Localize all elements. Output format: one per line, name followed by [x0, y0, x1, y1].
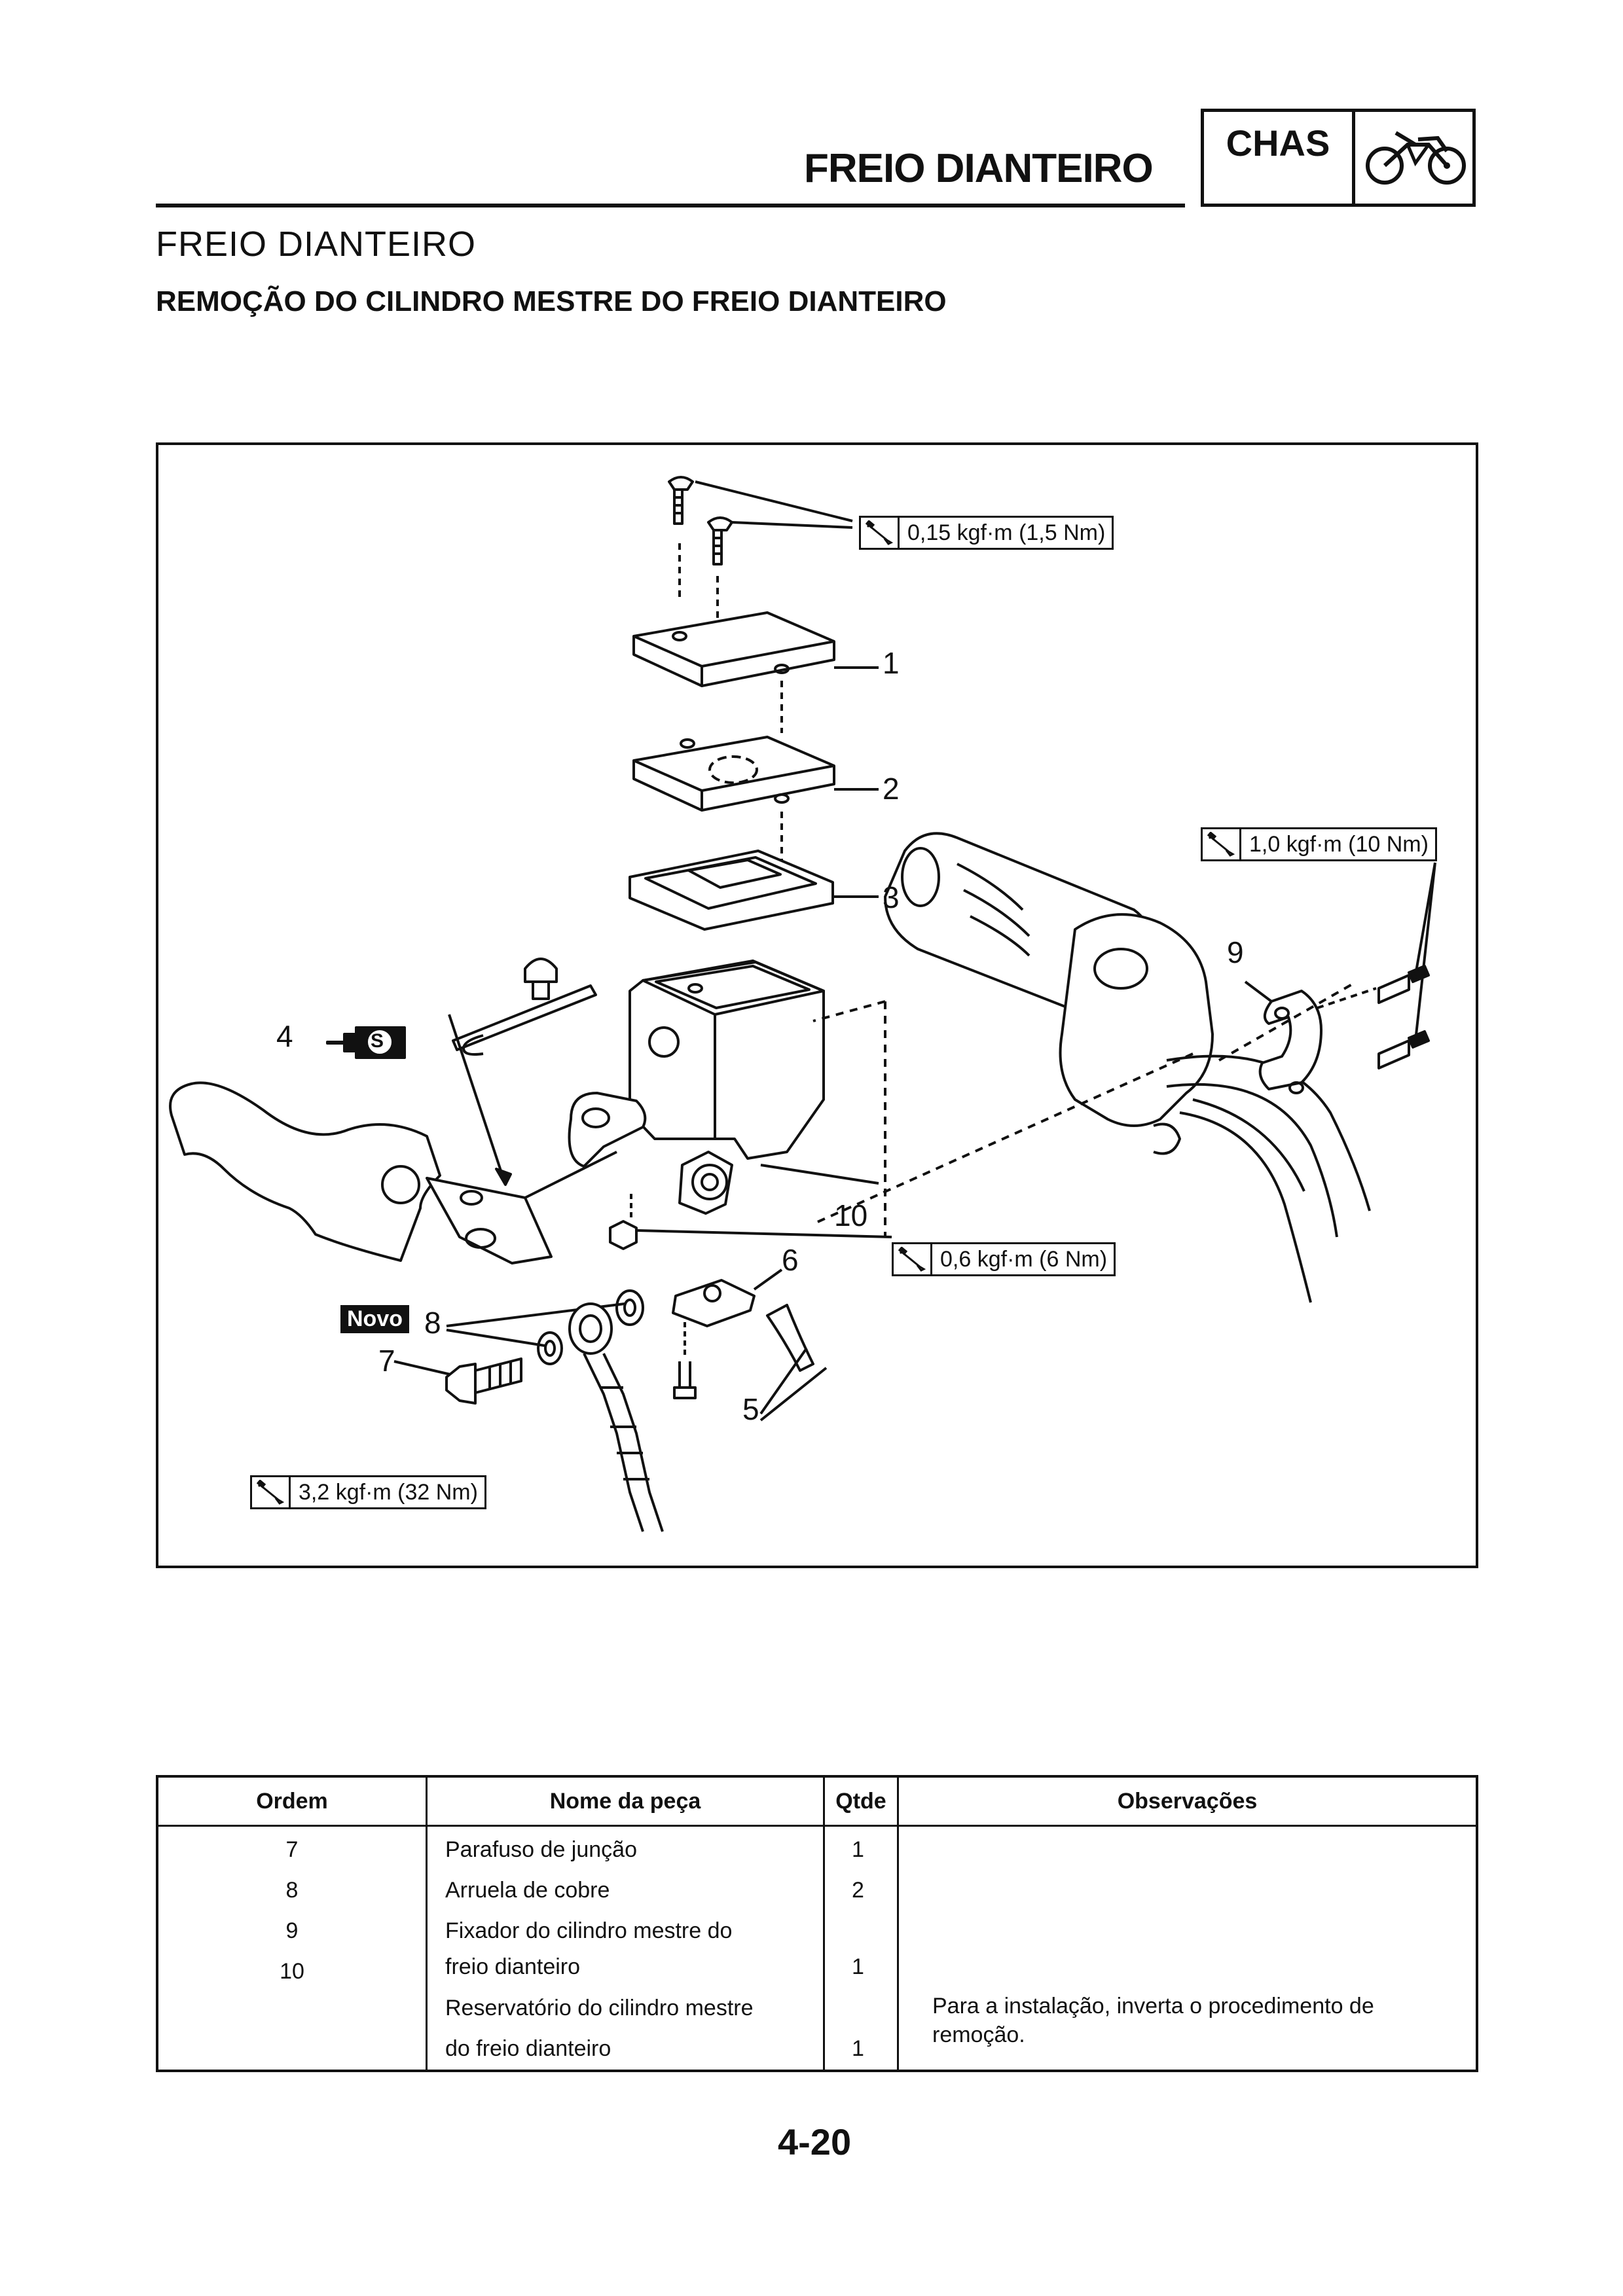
page-subheading: REMOÇÃO DO CILINDRO MESTRE DO FREIO DIAN…: [156, 285, 947, 317]
table-cell: 9: [285, 1918, 299, 1943]
callout-1: 1: [883, 646, 900, 680]
table-body: 7 8 9 10 Parafuso de junção Arruela de c…: [157, 1825, 1478, 2072]
table-cell: 7: [285, 1837, 299, 1862]
order-column: 7 8 9 10: [157, 1825, 428, 2071]
table-cell: 2: [852, 1878, 864, 1903]
table-cell: do freio dianteiro: [445, 2036, 611, 2061]
callout-3: 3: [883, 880, 900, 914]
table-cell: Arruela de cobre: [445, 1878, 610, 1903]
diagram-drawing: [169, 476, 1436, 1532]
torque-label-holder-bolts: 1,0 kgf·m (10 Nm): [1201, 827, 1437, 861]
column-header-quantity: Qtde: [824, 1776, 899, 1827]
callout-2: 2: [883, 772, 900, 806]
table-cell: [826, 1988, 896, 2028]
part-name-column: Parafuso de junção Arruela de cobre Fixa…: [426, 1825, 825, 2071]
page-heading: FREIO DIANTEIRO: [156, 224, 477, 264]
torque-value: 0,15 kgf·m (1,5 Nm): [907, 520, 1106, 545]
torque-label-union-bolt: 3,2 kgf·m (32 Nm): [250, 1475, 486, 1509]
column-header-order: Ordem: [157, 1776, 428, 1827]
torque-label-nut: 0,6 kgf·m (6 Nm): [892, 1242, 1116, 1276]
wrench-icon: [894, 1244, 932, 1274]
wrench-icon: [252, 1477, 291, 1507]
table-header-row: Ordem Nome da peça Qtde Observações: [157, 1776, 1477, 1827]
callout-6: 6: [782, 1243, 799, 1277]
table-cell: freio dianteiro: [445, 1954, 581, 1979]
table-cell: Reservatório do cilindro mestre: [445, 1996, 754, 2020]
torque-value: 0,6 kgf·m (6 Nm): [940, 1247, 1108, 1272]
motorcycle-icon: [1355, 112, 1473, 204]
callout-10: 10: [834, 1198, 868, 1232]
quantity-column: 1 2 1 1: [824, 1825, 899, 2071]
column-header-notes: Observações: [898, 1776, 1477, 1827]
exploded-diagram: 0,15 kgf·m (1,5 Nm) 1,0 kgf·m (10 Nm) 0,…: [156, 442, 1478, 1568]
callout-7: 7: [378, 1344, 395, 1378]
table-cell: 1: [852, 2036, 864, 2061]
callout-4: 4: [276, 1019, 293, 1053]
section-badge: CHAS: [1201, 109, 1476, 207]
callout-9: 9: [1227, 935, 1244, 969]
table-cell: 1: [852, 1837, 864, 1862]
page-number: 4-20: [778, 2121, 852, 2162]
torque-value: 1,0 kgf·m (10 Nm): [1249, 832, 1429, 857]
parts-table: Ordem Nome da peça Qtde Observações 7 8 …: [156, 1775, 1478, 2072]
table-cell: 10: [280, 1959, 304, 1984]
column-header-part-name: Nome da peça: [426, 1776, 825, 1827]
torque-label-screws: 0,15 kgf·m (1,5 Nm): [859, 516, 1114, 550]
header-rule: [156, 204, 1185, 207]
wrench-icon: [1203, 829, 1241, 859]
notes-column: Para a instalação, inverta o procediment…: [898, 1826, 1478, 2072]
table-cell: [826, 1910, 896, 1951]
torque-value: 3,2 kgf·m (32 Nm): [299, 1480, 478, 1505]
new-part-badge: Novo: [340, 1305, 409, 1333]
section-title: FREIO DIANTEIRO: [804, 146, 1154, 191]
wrench-icon: [861, 518, 900, 548]
section-code: CHAS: [1204, 112, 1355, 204]
installation-note: Para a instalação, inverta o procediment…: [932, 1994, 1374, 2047]
grease-symbol: S: [371, 1030, 384, 1052]
table-cell: Fixador do cilindro mestre do: [445, 1918, 733, 1943]
callout-8: 8: [424, 1306, 441, 1340]
callout-5: 5: [742, 1392, 759, 1426]
table-cell: 1: [852, 1954, 864, 1979]
table-cell: 8: [285, 1878, 299, 1903]
table-cell: Parafuso de junção: [445, 1837, 637, 1862]
